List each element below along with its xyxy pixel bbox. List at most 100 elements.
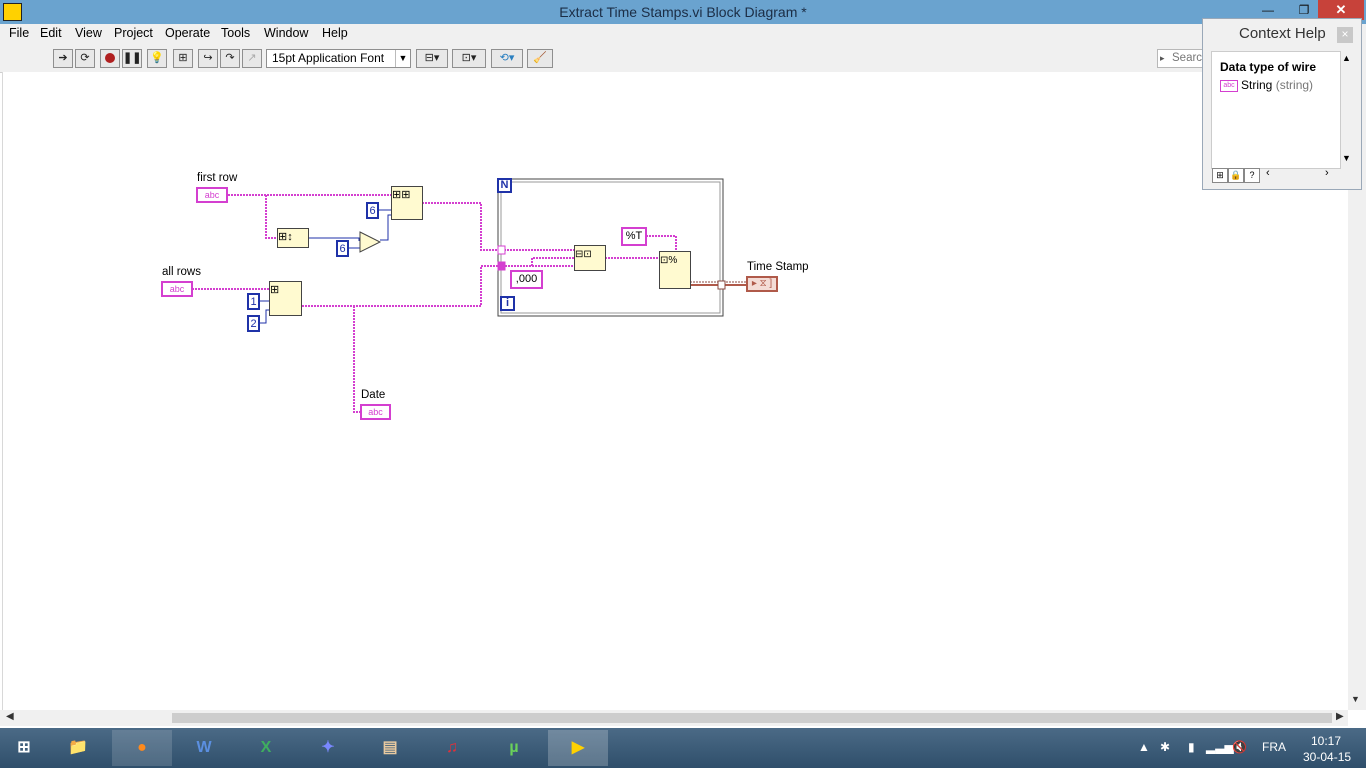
loop-tunnel-a[interactable]	[497, 245, 506, 255]
all-rows-terminal[interactable]: abc	[161, 281, 193, 297]
ctx-scroll-up-icon[interactable]: ▲	[1342, 53, 1351, 63]
array-subset-node[interactable]: ⊞⊞	[391, 186, 423, 220]
step-over-icon[interactable]: ↷	[220, 49, 240, 68]
label-time-stamp[interactable]: Time Stamp	[747, 261, 809, 273]
labview-app-icon[interactable]	[3, 3, 22, 21]
label-first-row[interactable]: first row	[197, 172, 238, 184]
minimize-button[interactable]: —	[1262, 3, 1274, 17]
tray-network-app-icon[interactable]: ✱	[1160, 740, 1171, 754]
array-size-icon: ⊞↕	[278, 231, 293, 243]
pause-icon[interactable]: ❚❚	[122, 49, 142, 68]
scan-string-icon: ⊡%	[660, 255, 678, 266]
media-app-icon[interactable]: ▤	[382, 739, 398, 756]
excel-icon[interactable]: X	[260, 739, 272, 756]
battery-icon[interactable]: ▮	[1188, 740, 1195, 754]
taskbar: ⊞ 📁 ● W X ✦ ▤ ♫ µ ▶ ▲ ✱ ▮ ▂▃▅ 🔇 FRA 10:1…	[0, 728, 1366, 768]
const-format-t[interactable]: %T	[621, 227, 647, 246]
menu-view[interactable]: View	[75, 26, 102, 40]
const-one[interactable]: 1	[247, 293, 260, 310]
menu-window[interactable]: Window	[264, 26, 309, 40]
index-array-node[interactable]: ⊞	[269, 281, 302, 316]
font-select-value: 15pt Application Font	[272, 51, 385, 65]
block-diagram-canvas[interactable]	[2, 72, 1349, 710]
type-detail: (string)	[1275, 78, 1314, 92]
menu-edit[interactable]: Edit	[40, 26, 62, 40]
file-explorer-icon[interactable]: 📁	[68, 739, 88, 756]
menu-project[interactable]: Project	[114, 26, 153, 40]
for-loop-frame[interactable]	[497, 178, 724, 317]
horizontal-scroll-thumb[interactable]	[172, 713, 1332, 723]
lock-context-help-icon[interactable]: ⊞	[1212, 168, 1228, 183]
subtract-node-icon[interactable]	[359, 231, 382, 253]
context-help-close-button[interactable]: ×	[1337, 27, 1353, 43]
date-terminal[interactable]: abc	[360, 404, 391, 420]
bird-app-icon[interactable]: ✦	[321, 739, 335, 756]
string-type-icon: abc	[1220, 80, 1238, 92]
maximize-button[interactable]: ❐	[1298, 3, 1310, 17]
word-icon[interactable]: W	[196, 739, 212, 756]
clean-up-diagram-icon[interactable]: 🧹	[527, 49, 553, 68]
wire-two	[260, 309, 270, 324]
first-row-terminal[interactable]: abc	[196, 187, 228, 203]
array-icon: ⊞⊞	[392, 189, 411, 201]
const-six-a[interactable]: 6	[366, 202, 379, 219]
context-help-type: String (string)	[1241, 78, 1313, 92]
label-all-rows[interactable]: all rows	[162, 266, 201, 278]
run-arrow-icon[interactable]: ➔	[53, 49, 73, 68]
menu-help[interactable]: Help	[322, 26, 348, 40]
wire-first-row-branch	[265, 195, 278, 239]
array-size-node[interactable]: ⊞↕	[277, 228, 309, 248]
ctx-scroll-left-icon[interactable]: ‹	[1266, 167, 1270, 179]
concatenate-strings-node[interactable]: ⊟⊡	[574, 245, 606, 271]
windows-start-icon[interactable]: ⊞	[17, 739, 31, 756]
label-date[interactable]: Date	[361, 389, 386, 401]
itunes-icon[interactable]: ♫	[446, 739, 458, 756]
concatenate-icon: ⊟⊡	[575, 249, 592, 260]
retain-wire-values-icon[interactable]: ⊞	[173, 49, 193, 68]
reorder-icon[interactable]: ⟲▾	[491, 49, 523, 68]
step-into-icon[interactable]: ↪	[198, 49, 218, 68]
scroll-down-icon[interactable]: ▼	[1351, 694, 1360, 704]
scan-from-string-node[interactable]: ⊡%	[659, 251, 691, 289]
lock-icon[interactable]: 🔒	[1228, 168, 1244, 183]
ctx-scroll-down-icon[interactable]: ▼	[1342, 153, 1351, 163]
font-select[interactable]: 15pt Application Font ▼	[266, 49, 411, 68]
loop-count-terminal[interactable]: N	[497, 178, 512, 193]
ctx-scroll-right-icon[interactable]: ›	[1325, 167, 1329, 179]
menu-bar: File Edit View Project Operate Tools Win…	[0, 24, 1366, 44]
distribute-objects-icon[interactable]: ⊡▾	[452, 49, 486, 68]
language-indicator[interactable]: FRA	[1262, 740, 1286, 754]
context-help-window[interactable]: Context Help × Data type of wire abc Str…	[1202, 18, 1362, 190]
tray-arrow-icon[interactable]: ▲	[1138, 740, 1150, 754]
const-six-b[interactable]: 6	[336, 240, 349, 257]
scroll-right-icon[interactable]: ▶	[1336, 711, 1344, 722]
menu-operate[interactable]: Operate	[165, 26, 211, 40]
run-continuously-icon[interactable]: ⟳	[75, 49, 95, 68]
help-icon[interactable]: ?	[1244, 168, 1260, 183]
const-comma-format[interactable]: ,000	[510, 270, 543, 289]
horizontal-scrollbar[interactable]: ◀ ▶	[0, 710, 1348, 726]
volume-muted-icon[interactable]: 🔇	[1232, 740, 1247, 754]
const-two[interactable]: 2	[247, 315, 260, 332]
menu-file[interactable]: File	[9, 26, 30, 40]
firefox-icon[interactable]: ●	[112, 730, 172, 766]
wire-to-loop-b	[302, 265, 575, 307]
loop-output-tunnel[interactable]	[717, 280, 726, 290]
time-stamp-terminal[interactable]: ▸ ⧖ ]	[746, 276, 778, 292]
align-objects-icon[interactable]: ⊟▾	[416, 49, 448, 68]
highlight-execution-icon[interactable]: 💡	[147, 49, 167, 68]
clock-date[interactable]: 30-04-15	[1303, 750, 1352, 764]
labview-taskbar-icon[interactable]: ▶	[548, 730, 608, 766]
step-out-icon[interactable]: ↗	[242, 49, 262, 68]
loop-index-terminal[interactable]: i	[500, 296, 515, 311]
abort-icon[interactable]	[100, 49, 120, 68]
close-button[interactable]: ✕	[1318, 0, 1364, 20]
clock-time[interactable]: 10:17	[1311, 734, 1342, 748]
wire-subtract-out	[380, 214, 393, 241]
utorrent-icon[interactable]: µ	[509, 739, 519, 756]
menu-tools[interactable]: Tools	[221, 26, 251, 40]
signal-icon[interactable]: ▂▃▅	[1206, 740, 1234, 754]
for-loop-inner-frame	[500, 181, 721, 314]
loop-tunnel-b[interactable]	[497, 261, 506, 271]
scroll-left-icon[interactable]: ◀	[6, 711, 14, 722]
